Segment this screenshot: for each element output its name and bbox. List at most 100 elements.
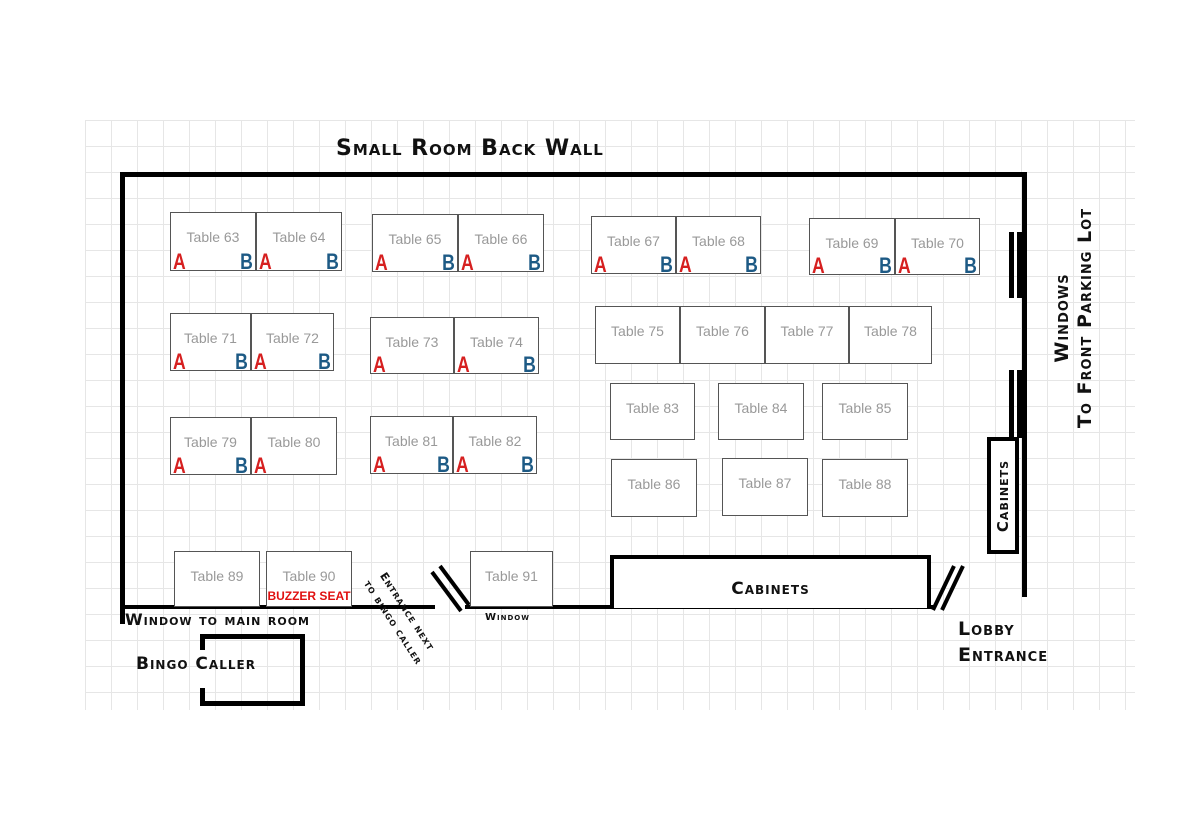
table-label: Table 70 bbox=[911, 235, 964, 251]
table-label: Table 77 bbox=[780, 323, 834, 339]
front-parking-label: To Front Parking Lot bbox=[1074, 207, 1096, 429]
table-label: Table 80 bbox=[267, 434, 321, 450]
seat-a: A bbox=[812, 253, 825, 278]
table-83: Table 83 bbox=[610, 383, 695, 440]
table-89: Table 89 bbox=[174, 551, 260, 607]
table-label: Table 88 bbox=[838, 476, 892, 492]
bingo-caller-wall-left-top bbox=[200, 634, 205, 650]
seat-b: B bbox=[318, 349, 331, 374]
seat-b: B bbox=[528, 250, 541, 275]
window-small-label: Window bbox=[485, 612, 530, 623]
table-label: Table 76 bbox=[696, 323, 749, 339]
seat-a: A bbox=[461, 250, 474, 275]
seat-a: A bbox=[375, 250, 388, 275]
seat-b: B bbox=[521, 452, 534, 477]
back-wall-label: Small Room Back Wall bbox=[336, 136, 604, 161]
lobby-label: Lobby bbox=[958, 618, 1015, 640]
seat-b: B bbox=[660, 252, 673, 277]
right-wall bbox=[1022, 172, 1027, 597]
side-cabinets: Cabinets bbox=[987, 437, 1019, 554]
table-label: Table 87 bbox=[738, 475, 792, 491]
table-85: Table 85 bbox=[822, 383, 908, 440]
seat-b: B bbox=[235, 453, 248, 478]
windows-label: Windows bbox=[1051, 273, 1073, 363]
table-label: Table 85 bbox=[838, 400, 892, 416]
seat-a: A bbox=[373, 352, 386, 377]
window-right-upper bbox=[1009, 232, 1014, 298]
table-label: Table 72 bbox=[266, 330, 319, 346]
window-right-lower-2 bbox=[1017, 370, 1022, 438]
table-label: Table 83 bbox=[626, 400, 679, 416]
window-main-room-label: Window to main room bbox=[125, 610, 311, 629]
seat-b: B bbox=[523, 352, 536, 377]
table-label: Table 69 bbox=[825, 235, 879, 251]
seat-b: B bbox=[240, 249, 253, 274]
table-86: Table 86 bbox=[611, 459, 697, 517]
table-label: Table 64 bbox=[272, 229, 326, 245]
left-wall bbox=[120, 172, 125, 624]
seat-a: A bbox=[457, 352, 470, 377]
table-label: Table 67 bbox=[607, 233, 660, 249]
seat-a: A bbox=[259, 249, 272, 274]
table-label: Table 71 bbox=[184, 330, 237, 346]
bingo-caller-wall-top bbox=[200, 634, 305, 639]
seat-b: B bbox=[235, 349, 248, 374]
front-wall-left bbox=[120, 605, 435, 609]
table-label: Table 63 bbox=[186, 229, 240, 245]
seat-a: A bbox=[456, 452, 469, 477]
table-label: Table 78 bbox=[864, 323, 917, 339]
seat-b: B bbox=[437, 452, 450, 477]
table-label: Table 66 bbox=[474, 231, 528, 247]
table-75: Table 75 bbox=[595, 306, 680, 364]
back-wall bbox=[120, 172, 1027, 177]
seat-b: B bbox=[745, 252, 758, 277]
seat-a: A bbox=[254, 453, 267, 478]
table-77: Table 77 bbox=[765, 306, 849, 364]
seat-a: A bbox=[254, 349, 267, 374]
table-76: Table 76 bbox=[680, 306, 765, 364]
seat-a: A bbox=[173, 349, 186, 374]
table-label: Table 84 bbox=[734, 400, 788, 416]
window-right-upper-2 bbox=[1017, 232, 1022, 298]
table-label: Table 75 bbox=[611, 323, 664, 339]
table-73: Table 73 A bbox=[370, 317, 454, 377]
table-87: Table 87 bbox=[722, 458, 808, 516]
table-label: Table 74 bbox=[470, 334, 523, 350]
bingo-caller-wall-bottom bbox=[200, 701, 305, 706]
table-72: Table 72 A B bbox=[251, 313, 334, 374]
bingo-caller-wall-left-bottom bbox=[200, 688, 205, 706]
seat-a: A bbox=[594, 252, 607, 277]
table-label: Table 73 bbox=[385, 334, 439, 350]
seat-b: B bbox=[326, 249, 339, 274]
seat-b: B bbox=[879, 253, 892, 278]
seat-a: A bbox=[173, 249, 186, 274]
seat-a: A bbox=[173, 453, 186, 478]
table-81: Table 81 A B bbox=[370, 416, 453, 477]
table-78: Table 78 bbox=[849, 306, 932, 364]
table-label: Table 68 bbox=[692, 233, 745, 249]
seat-b: B bbox=[964, 253, 977, 278]
table-71: Table 71 A B bbox=[170, 313, 251, 374]
table-label: Table 65 bbox=[388, 231, 442, 247]
seat-a: A bbox=[898, 253, 911, 278]
table-label: Table 81 bbox=[385, 433, 438, 449]
entrance-label: Entrance bbox=[958, 644, 1049, 666]
bingo-caller-wall-right bbox=[300, 634, 305, 706]
table-label: Table 90 bbox=[282, 568, 336, 584]
table-label: Table 86 bbox=[627, 476, 681, 492]
seat-a: A bbox=[373, 452, 386, 477]
window-right-lower bbox=[1009, 370, 1014, 438]
